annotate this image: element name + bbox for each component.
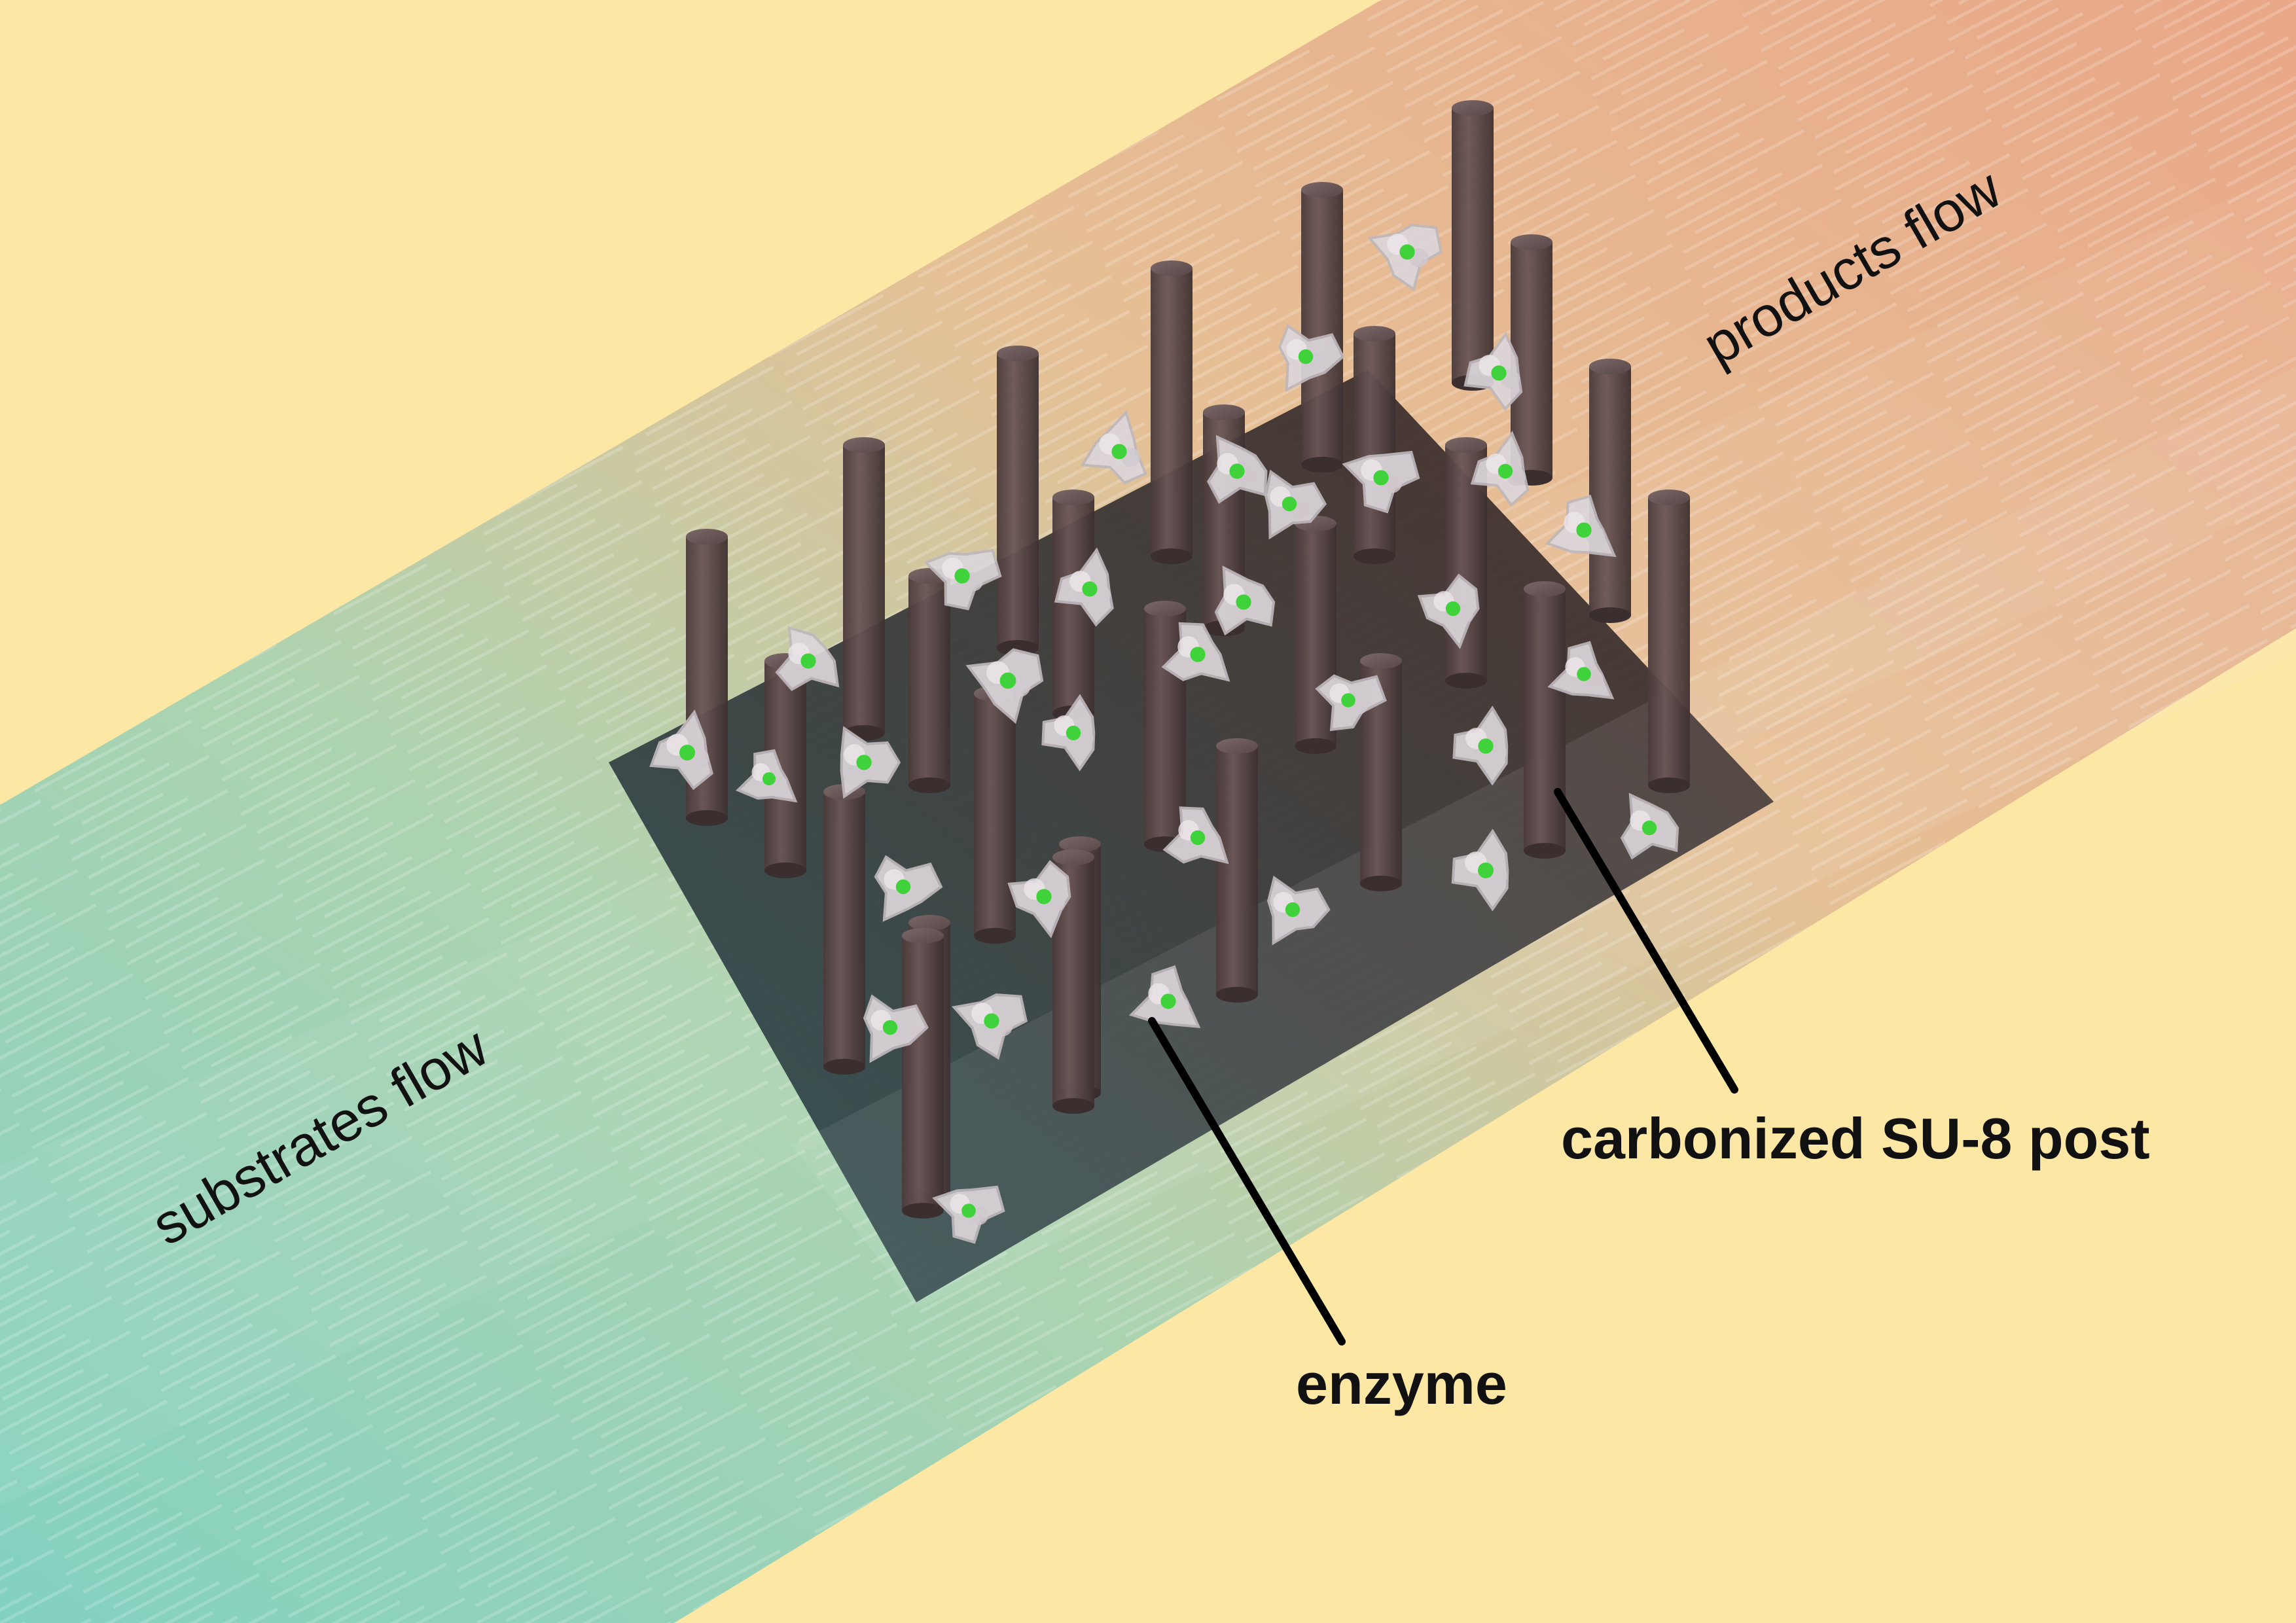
enzyme-callout-line	[1148, 1017, 1346, 1346]
enzyme-molecule	[1214, 565, 1276, 636]
carbonized-post	[997, 346, 1039, 656]
enzyme-molecule	[1264, 469, 1327, 540]
enzyme-molecule	[1162, 806, 1229, 865]
enzyme-molecule	[1342, 450, 1420, 514]
carbonized-post	[1295, 516, 1336, 754]
enzyme-molecule	[951, 993, 1028, 1060]
enzyme-molecule	[1620, 793, 1679, 860]
enzyme-molecule	[1315, 674, 1387, 732]
carbonized-post	[1151, 260, 1193, 564]
enzyme-molecule	[1545, 494, 1617, 558]
enzyme-molecule	[1470, 431, 1530, 507]
enzyme-molecule	[1007, 860, 1071, 938]
enzyme-molecule	[924, 548, 1002, 611]
enzyme-molecule	[775, 626, 840, 692]
enzyme-molecule	[1080, 410, 1147, 485]
enzyme-molecule	[1417, 573, 1480, 649]
enzyme-molecule	[863, 994, 929, 1063]
enzyme-molecule	[1278, 324, 1345, 393]
carbonized-post	[843, 437, 885, 741]
carbonized-post	[902, 928, 944, 1219]
carbonized-post	[1589, 359, 1631, 623]
enzyme-molecule	[736, 749, 798, 803]
enzyme-molecule	[649, 709, 713, 791]
enzyme-molecule	[965, 648, 1044, 724]
enzyme-cluster-group	[649, 223, 1679, 1244]
carbonized-post	[823, 784, 865, 1075]
carbonized-post	[908, 568, 950, 793]
carbonized-post	[974, 686, 1016, 944]
enzyme-molecule	[1367, 223, 1443, 292]
enzyme-molecule	[1206, 435, 1268, 504]
enzyme-molecule	[1267, 875, 1331, 946]
enzyme-molecule	[1161, 622, 1230, 682]
carbonized-post-label: carbonized SU-8 post	[1561, 1106, 2150, 1171]
enzyme-molecule	[1451, 829, 1509, 912]
enzyme-molecule	[1054, 547, 1114, 627]
enzyme-molecule	[874, 855, 943, 922]
enzyme-molecule	[1452, 705, 1509, 786]
carbonized-post	[1354, 326, 1395, 564]
carbonized-post	[1648, 490, 1690, 793]
carbonized-post	[1301, 182, 1343, 473]
enzyme-molecule	[840, 726, 901, 799]
enzyme-molecule	[1463, 331, 1523, 411]
enzyme-molecule	[1547, 641, 1615, 700]
carbonized-post	[1524, 581, 1566, 859]
enzyme-label: enzyme	[1296, 1351, 1507, 1416]
enzyme-molecule	[1041, 694, 1096, 772]
enzyme-molecule	[1128, 965, 1201, 1028]
enzyme-molecule	[932, 1185, 1005, 1244]
post-callout-line	[1554, 788, 1738, 1094]
carbonized-post	[1216, 738, 1258, 1003]
carbonized-post	[1452, 100, 1494, 391]
